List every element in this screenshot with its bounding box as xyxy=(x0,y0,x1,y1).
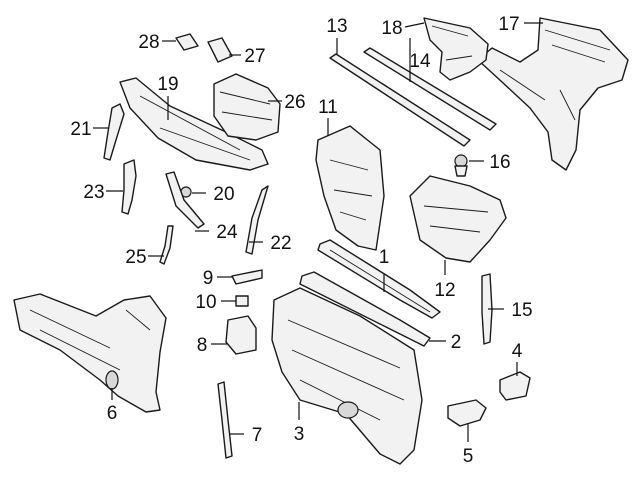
callout-18: 18 xyxy=(381,18,402,39)
part-2-drawing xyxy=(299,271,431,347)
part-21-drawing xyxy=(103,103,125,161)
leader-lines xyxy=(93,22,543,442)
callout-2: 2 xyxy=(451,332,462,353)
callout-7: 7 xyxy=(252,425,263,446)
callout-28: 28 xyxy=(138,32,159,53)
callout-19: 19 xyxy=(157,74,178,95)
callout-6: 6 xyxy=(107,403,118,424)
part-26-drawing xyxy=(213,73,281,141)
part-4-drawing xyxy=(499,371,531,401)
callout-27: 27 xyxy=(244,46,265,67)
callout-23: 23 xyxy=(83,182,104,203)
part-13-drawing xyxy=(329,53,471,147)
callout-26: 26 xyxy=(284,92,305,113)
part-27-drawing xyxy=(207,37,233,63)
part-16-drawing xyxy=(454,154,468,177)
callout-1: 1 xyxy=(379,247,390,268)
part-8-drawing xyxy=(225,315,257,355)
callout-labels: 1 2 3 4 5 6 7 8 9 10 11 12 13 14 15 16 1… xyxy=(70,14,532,467)
callout-9: 9 xyxy=(203,268,214,289)
part-10-drawing xyxy=(235,295,249,307)
part-25-drawing xyxy=(159,225,174,265)
part-24-drawing xyxy=(165,171,205,229)
callout-22: 22 xyxy=(270,233,291,254)
callout-3: 3 xyxy=(294,424,305,445)
callout-5: 5 xyxy=(463,446,474,467)
part-18-drawing xyxy=(423,17,489,81)
part-11-drawing xyxy=(315,125,385,251)
part-23-drawing xyxy=(121,159,137,215)
part-14-drawing xyxy=(363,47,497,131)
callout-24: 24 xyxy=(216,222,238,243)
callout-11: 11 xyxy=(318,97,338,118)
callout-16: 16 xyxy=(489,152,510,173)
callout-10: 10 xyxy=(195,292,216,313)
callout-12: 12 xyxy=(434,280,455,301)
part-22-drawing xyxy=(245,185,269,255)
part-1-drawing xyxy=(317,239,441,319)
callout-8: 8 xyxy=(197,335,208,356)
callout-17: 17 xyxy=(498,14,519,35)
part-7-drawing xyxy=(217,381,233,459)
callout-25: 25 xyxy=(125,247,146,268)
part-15-drawing xyxy=(481,273,493,345)
part-19-drawing xyxy=(119,77,269,171)
part-12-drawing xyxy=(409,175,507,263)
part-5-drawing xyxy=(447,399,487,427)
callout-13: 13 xyxy=(326,16,347,37)
part-9-drawing xyxy=(231,269,263,285)
callout-15: 15 xyxy=(511,300,532,321)
callout-20: 20 xyxy=(213,184,234,205)
callout-21: 21 xyxy=(70,119,91,140)
callout-4: 4 xyxy=(512,341,523,362)
part-3-drawing xyxy=(271,287,423,465)
part-28-drawing xyxy=(175,33,199,51)
callout-14: 14 xyxy=(409,51,431,72)
part-17-drawing xyxy=(477,17,629,171)
part-6-drawing xyxy=(13,293,167,413)
